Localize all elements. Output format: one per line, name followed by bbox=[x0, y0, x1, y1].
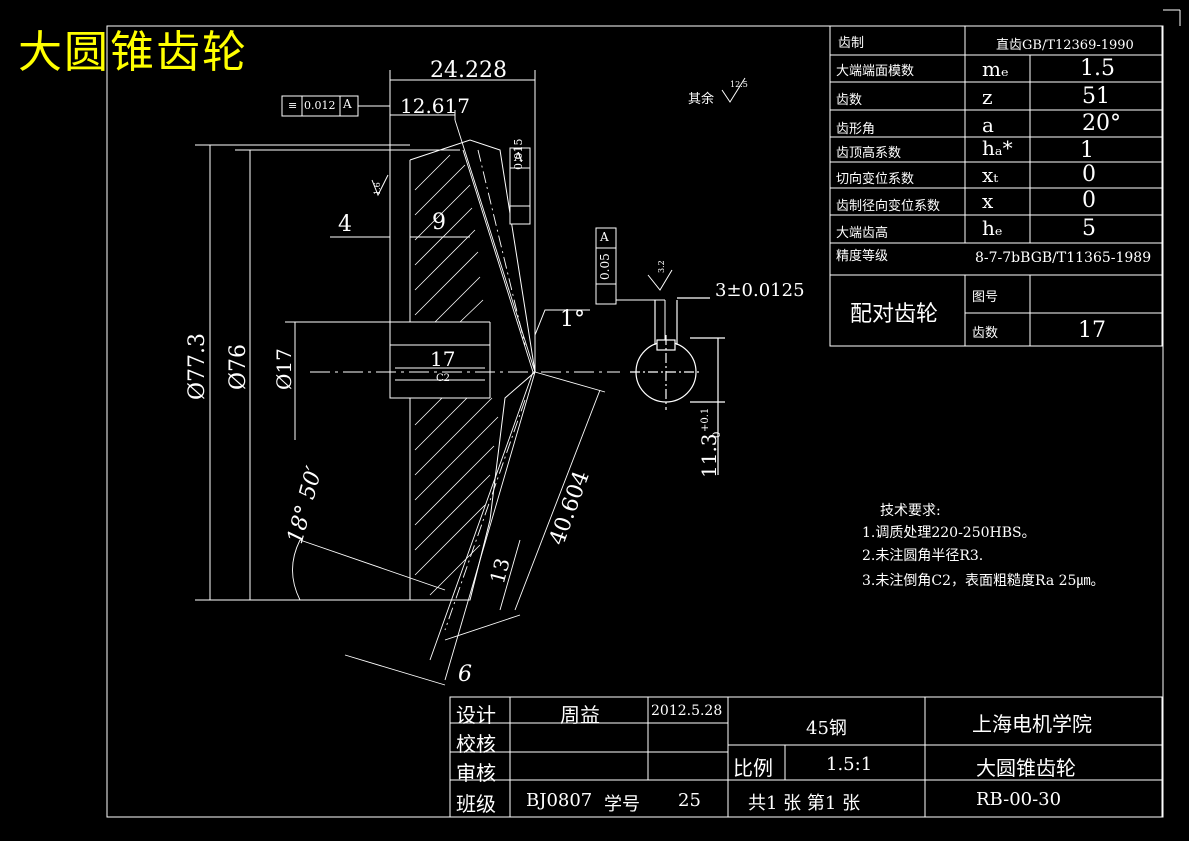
part-name: 大圆锥齿轮 bbox=[976, 756, 1076, 780]
tol-0012: 0.012 bbox=[304, 99, 336, 112]
roughness-value: 12.5 bbox=[730, 80, 748, 89]
param-value-6: 0 bbox=[1082, 188, 1096, 213]
note-2: 2.未注圆角半径R3. bbox=[862, 548, 984, 564]
param-label-7: 大端齿高 bbox=[836, 226, 889, 241]
review-label: 审核 bbox=[456, 761, 496, 785]
dim-113-tol-upper: +0.1 bbox=[700, 407, 711, 432]
dim-12617: 12.617 bbox=[400, 94, 470, 118]
param-label-5: 切向变位系数 bbox=[836, 172, 915, 187]
roughness-32: 3.2 bbox=[657, 260, 666, 273]
param-value-0: 直齿GB/T12369-1990 bbox=[996, 38, 1134, 53]
param-symbol-5: xₜ bbox=[982, 163, 999, 187]
dim-dia-17: Ø17 bbox=[272, 348, 296, 390]
class-label: 班级 bbox=[456, 792, 496, 816]
param-label-2: 齿数 bbox=[836, 93, 863, 108]
rest-label: 其余 bbox=[688, 92, 715, 107]
design-date: 2012.5.28 bbox=[651, 703, 723, 719]
symmetry-icon: ≡ bbox=[288, 99, 298, 112]
param-value-8: 8-7-7bBGB/T11365-1989 bbox=[975, 250, 1152, 266]
param-label-1: 大端端面模数 bbox=[836, 64, 915, 79]
param-value-5: 0 bbox=[1082, 162, 1096, 187]
sheet-count: 共1 张 第1 张 bbox=[748, 793, 861, 814]
scale-label: 比例 bbox=[733, 756, 773, 780]
check-label: 校核 bbox=[456, 732, 496, 756]
drawing-title: 大圆锥齿轮 bbox=[18, 27, 248, 78]
dim-17: 17 bbox=[430, 347, 456, 371]
param-value-3: 20° bbox=[1082, 111, 1121, 136]
dim-dia-773: Ø77.3 bbox=[185, 332, 210, 400]
param-symbol-2: z bbox=[982, 85, 993, 109]
mate-gear-label: 配对齿轮 bbox=[850, 302, 939, 327]
param-label-8: 精度等级 bbox=[836, 249, 889, 264]
dim-24228: 24.228 bbox=[430, 58, 507, 83]
dim-9: 9 bbox=[432, 210, 446, 235]
class-value: BJ0807 bbox=[526, 790, 593, 811]
student-id-label: 学号 bbox=[604, 794, 640, 815]
student-id: 25 bbox=[678, 790, 701, 811]
param-symbol-3: a bbox=[982, 113, 994, 137]
param-symbol-4: hₐ* bbox=[982, 136, 1013, 160]
designer-name: 周益 bbox=[560, 703, 600, 727]
note-3: 3.未注倒角C2，表面粗糙度Ra 25㎛。 bbox=[862, 573, 1105, 589]
param-value-1: 1.5 bbox=[1080, 56, 1115, 81]
dim-dia-76: Ø76 bbox=[226, 343, 251, 390]
mate-teeth-value: 17 bbox=[1078, 318, 1106, 343]
drawing-code: RB-00-30 bbox=[976, 789, 1062, 810]
param-value-2: 51 bbox=[1082, 84, 1110, 109]
datum-a-1: A bbox=[343, 97, 352, 111]
tol-005: 0.05 bbox=[598, 253, 612, 280]
dim-key: 3±0.0125 bbox=[715, 280, 805, 301]
notes-heading: 技术要求: bbox=[880, 503, 941, 519]
material: 45钢 bbox=[806, 718, 847, 739]
datum-a-2: A bbox=[514, 150, 523, 164]
param-label-3: 齿形角 bbox=[836, 122, 876, 137]
datum-a-3: A bbox=[600, 230, 609, 244]
dim-113-tol-lower: 0 bbox=[712, 431, 723, 438]
scale-value: 1.5:1 bbox=[826, 754, 873, 775]
chamfer-c2: C2 bbox=[436, 373, 451, 384]
param-label-0: 齿制 bbox=[838, 36, 865, 51]
design-label: 设计 bbox=[456, 703, 496, 727]
roughness-16: 1.6 bbox=[373, 182, 382, 195]
dim-angle-1: 1° bbox=[560, 307, 585, 332]
param-symbol-7: hₑ bbox=[982, 216, 1003, 240]
school-name: 上海电机学院 bbox=[972, 712, 1092, 736]
param-label-6: 齿制径向变位系数 bbox=[836, 199, 941, 214]
param-symbol-1: mₑ bbox=[982, 57, 1009, 81]
dim-4: 4 bbox=[338, 212, 352, 237]
param-value-4: 1 bbox=[1080, 138, 1094, 163]
param-symbol-6: x bbox=[982, 189, 994, 213]
note-1: 1.调质处理220-250HBS。 bbox=[862, 525, 1036, 541]
dim-113: 11.3 bbox=[697, 433, 721, 478]
param-value-7: 5 bbox=[1082, 216, 1096, 241]
mate-drawing-no-label: 图号 bbox=[972, 290, 999, 305]
param-label-4: 齿顶高系数 bbox=[836, 146, 902, 161]
dim-6: 6 bbox=[458, 662, 472, 687]
mate-teeth-label: 齿数 bbox=[972, 326, 999, 341]
